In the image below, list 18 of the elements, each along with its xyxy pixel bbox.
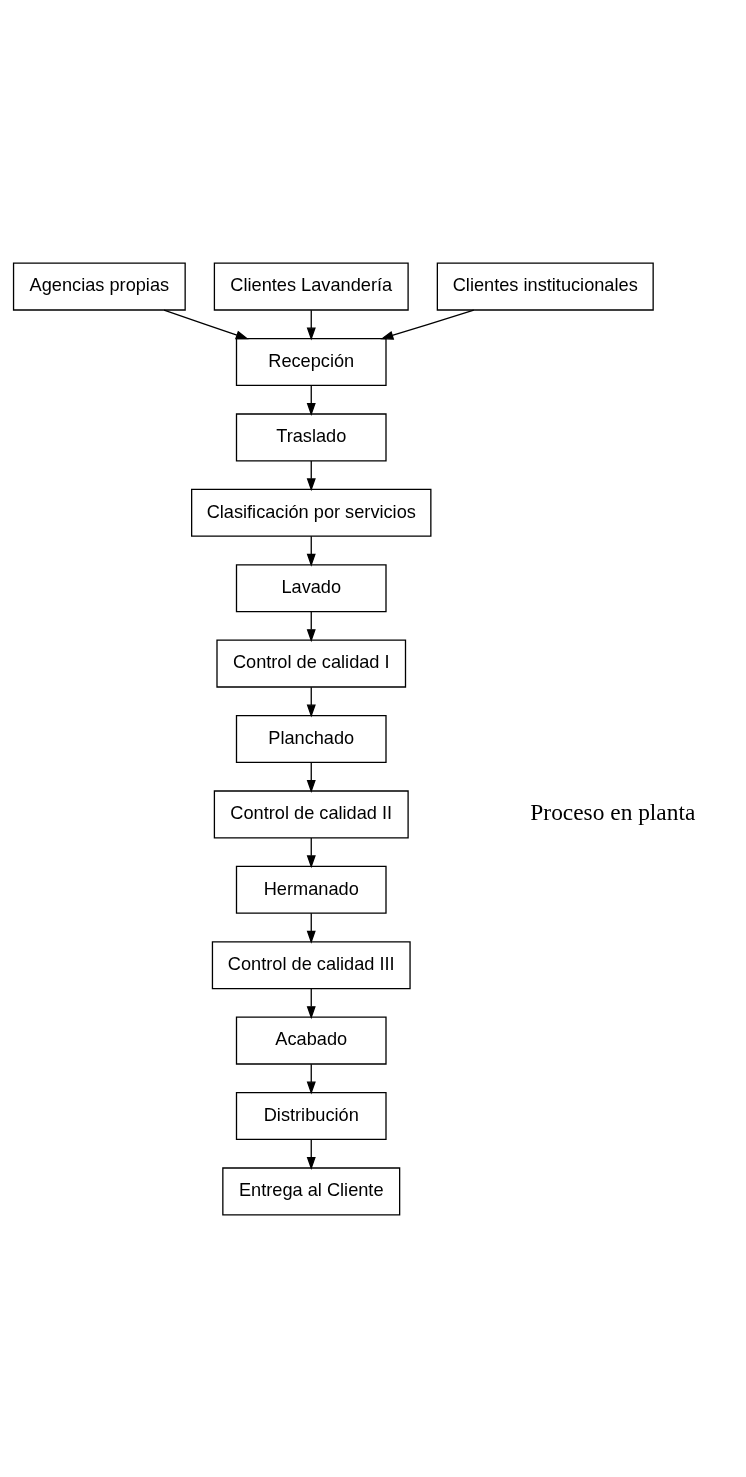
node-box: Hermanado xyxy=(235,865,387,914)
node-box: Entrega al Cliente xyxy=(222,1166,401,1215)
node-box: Agencias propias xyxy=(12,262,186,311)
node-box: Control de calidad I xyxy=(216,639,407,688)
node-box: Lavado xyxy=(235,563,387,612)
arrow xyxy=(380,309,475,340)
node-box: Control de calidad III xyxy=(211,940,411,989)
node-box: Clientes institucionales xyxy=(436,262,654,311)
label: Proceso en planta xyxy=(530,798,696,825)
node-box: Planchado xyxy=(235,714,387,763)
arrow xyxy=(163,309,249,339)
node-box: Recepción xyxy=(235,337,387,386)
node-box: Clientes Lavandería xyxy=(213,262,409,311)
node-box: Traslado xyxy=(235,412,387,461)
node-box: Acabado xyxy=(235,1016,387,1065)
node-box: Clasificación por servicios xyxy=(191,488,432,537)
node-box: Control de calidad II xyxy=(213,789,409,838)
node-box: Distribución xyxy=(235,1091,387,1140)
